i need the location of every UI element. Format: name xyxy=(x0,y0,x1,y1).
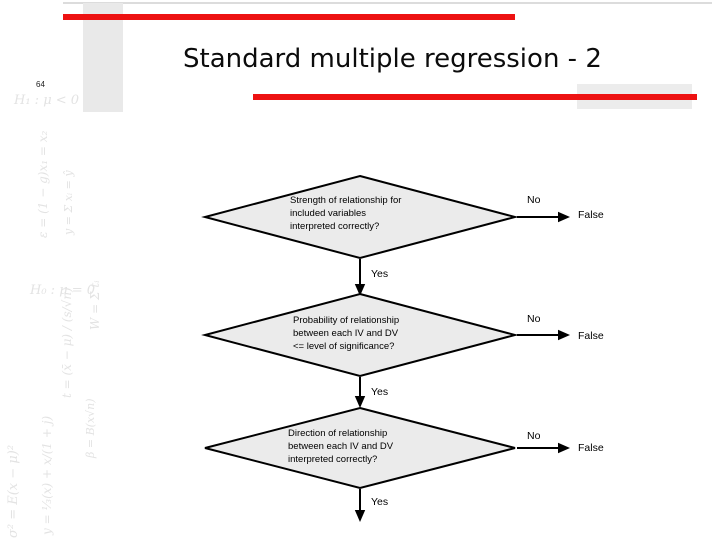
arrow-no-1 xyxy=(517,211,570,223)
false-label-3: False xyxy=(578,442,604,454)
diamond-text-line: Probability of relationship xyxy=(293,315,400,326)
arrow-no-3 xyxy=(517,442,570,454)
diamond-text-strength: Strength of relationship for included va… xyxy=(290,194,401,233)
arrow-yes-1 xyxy=(354,259,366,296)
yes-label-2: Yes xyxy=(371,386,389,398)
no-label-2: No xyxy=(527,313,541,325)
diamond-text-line: Direction of relationship xyxy=(288,428,388,439)
diamond-text-line: between each IV and DV xyxy=(293,328,399,339)
false-label-1: False xyxy=(578,209,604,221)
no-label-3: No xyxy=(527,430,541,442)
diamond-text-direction: Direction of relationship between each I… xyxy=(288,427,393,466)
left-gray-bar xyxy=(83,3,123,112)
arrow-yes-3 xyxy=(354,489,366,522)
diamond-text-line: Strength of relationship for xyxy=(290,195,402,206)
false-label-2: False xyxy=(578,330,604,342)
arrow-yes-2 xyxy=(354,377,366,408)
arrow-no-2 xyxy=(517,329,570,341)
slide-title: Standard multiple regression - 2 xyxy=(183,44,602,74)
decision-diamond-probability xyxy=(201,292,519,378)
decision-diamond-strength xyxy=(201,174,519,260)
top-divider-line xyxy=(63,2,712,4)
no-label-1: No xyxy=(527,194,541,206)
page-number: 64 xyxy=(36,80,45,89)
diamond-text-line: interpreted correctly? xyxy=(290,221,380,232)
diamond-text-line: interpreted correctly? xyxy=(288,454,378,465)
diamond-text-probability: Probability of relationship between each… xyxy=(293,314,399,353)
title-underline-red-bar xyxy=(253,94,697,100)
yes-label-1: Yes xyxy=(371,268,389,280)
top-red-bar xyxy=(63,14,515,20)
diamond-text-line: between each IV and DV xyxy=(288,441,394,452)
diamond-text-line: included variables xyxy=(290,208,367,219)
decision-diamond-direction xyxy=(204,406,516,490)
diamond-text-line: <= level of significance? xyxy=(293,341,395,352)
yes-label-3: Yes xyxy=(371,496,389,508)
